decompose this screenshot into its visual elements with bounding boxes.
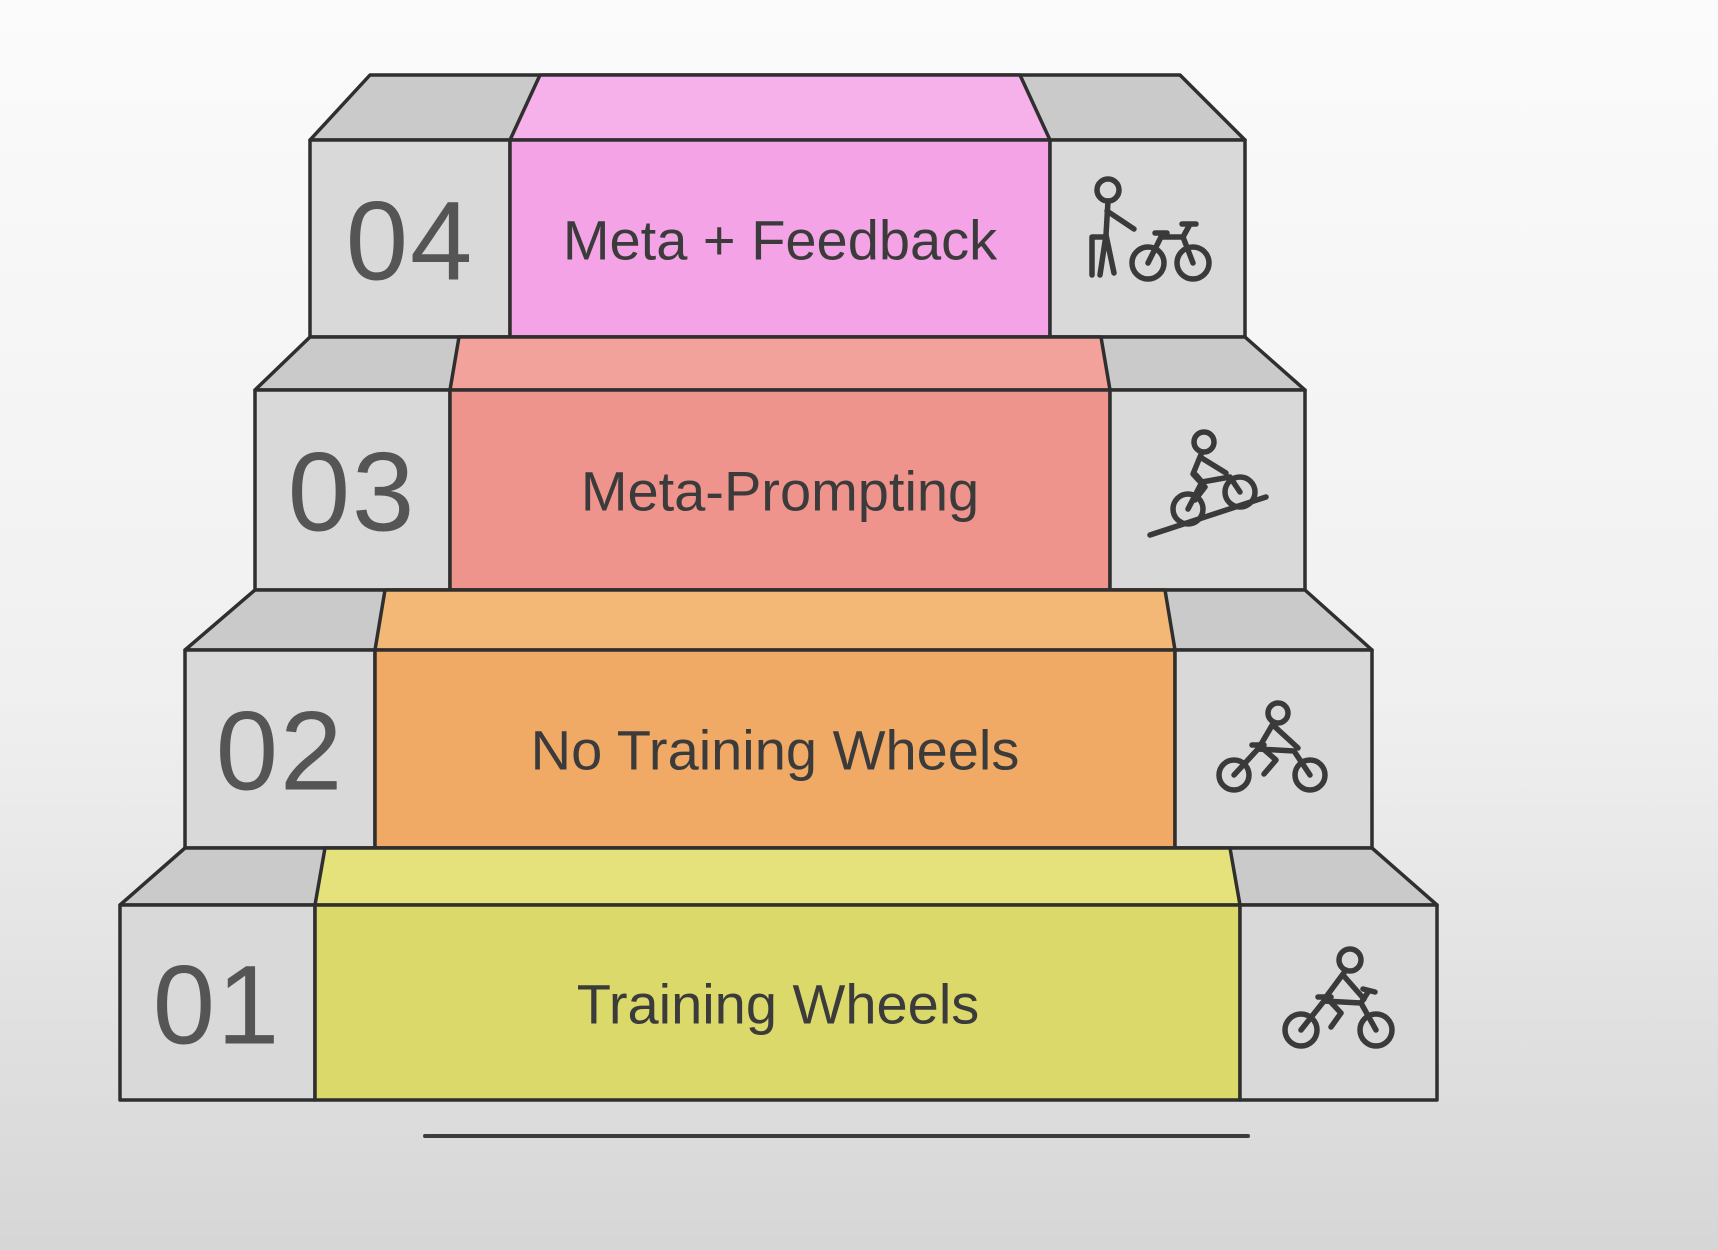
cyclist-uphill-icon [1147,429,1269,538]
step-02-label-cell [373,648,1177,850]
step-01-label: Training Wheels [577,973,980,1036]
step-03-label-cell [448,388,1112,592]
rider-head [1265,700,1291,726]
bike-front-wheel [1292,757,1328,793]
bike-front-wheel [1357,1011,1395,1049]
rider-body [1190,449,1229,503]
step-02-label: No Training Wheels [531,719,1020,782]
step-04-icon-cell [1048,138,1247,339]
rider-body [1257,719,1301,777]
rider-body [1323,967,1367,1030]
step-02-number: 02 [216,689,345,814]
step-01-number: 01 [153,943,282,1068]
bike-rear-wheel [1129,244,1167,282]
rider-arm [1104,208,1137,232]
rider-head [1336,946,1364,974]
bike-rear-wheel [1170,491,1206,527]
step-01: 01 Training Wheels [118,846,1439,1102]
step-04-number-cell [308,138,512,339]
step-02-number-cell [183,648,377,850]
cyclist-sprinting-icon [1216,700,1328,793]
bike-rear-wheel [1282,1011,1320,1049]
step-04-label: Meta + Feedback [563,209,998,272]
cyclist-riding-icon [1282,946,1395,1049]
step-01-number-cell [118,903,317,1102]
rider-body [1103,198,1111,238]
step-02-top-color-face [373,588,1177,652]
step-01-label-cell [313,903,1242,1102]
step-03-number: 03 [288,430,417,555]
step-02: 02 No Training Wheels [183,588,1374,850]
step-01-top-color-face [313,846,1242,907]
bike-front-wheel [1222,474,1258,510]
step-03: 03 Meta-Prompting [253,335,1307,592]
step-04: 04 Meta + Feedback [308,73,1247,339]
step-03-label: Meta-Prompting [581,460,979,523]
bike-frame [1145,221,1199,266]
step-03-top-color-face [448,335,1112,392]
person-standing-with-bike-icon [1089,176,1212,282]
step-04-number: 04 [346,179,475,304]
bike-front-wheel [1174,244,1212,282]
rider-legs [1097,232,1117,278]
step-04-top-color-face [508,73,1052,142]
bike-rear-wheel [1216,757,1252,793]
step-03-icon-cell [1108,388,1307,592]
step-03-number-cell [253,388,452,592]
